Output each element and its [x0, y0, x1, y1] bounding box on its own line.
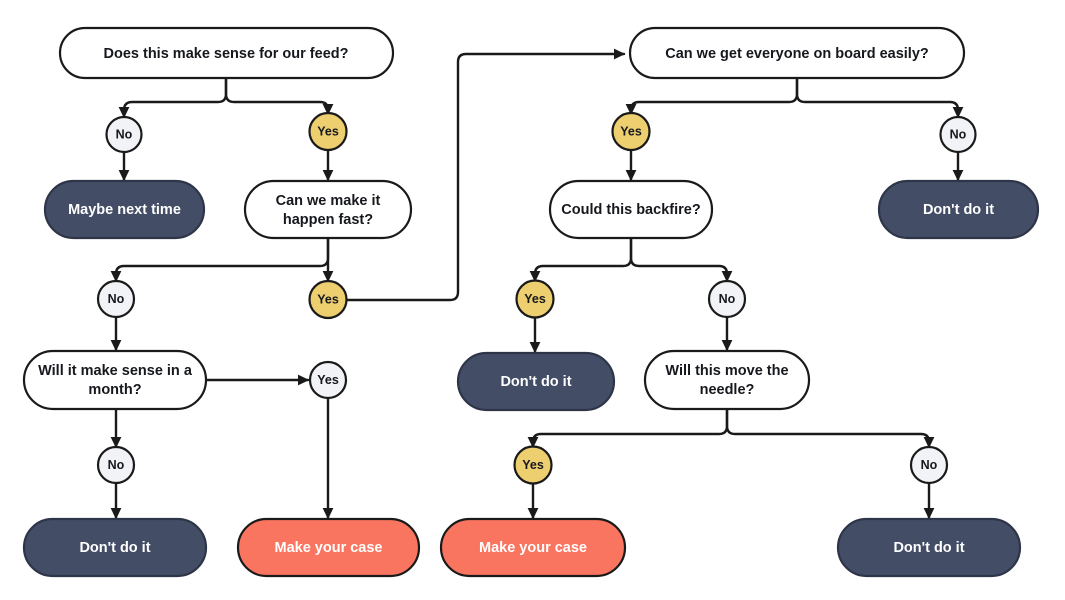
chip-feed-no[interactable]: No: [105, 115, 143, 154]
chip-month-yes[interactable]: Yes: [308, 360, 348, 400]
chip-needle-yes[interactable]: Yes: [513, 445, 553, 485]
edge-feed-to-yes: [224, 76, 334, 116]
edge-layer: [110, 48, 964, 520]
chip-fast-yes[interactable]: Yes: [308, 279, 348, 320]
node-dont-do-it-bottom-right[interactable]: Don't do it: [836, 517, 1022, 578]
chip-board-no[interactable]: No: [939, 115, 977, 154]
edge-feed-to-no: [118, 76, 228, 119]
node-dont-do-it-top-right[interactable]: Don't do it: [877, 179, 1040, 240]
chip-layer: No Yes No Yes Yes No: [96, 111, 977, 485]
edge-needle-to-no: [725, 408, 935, 449]
chip-month-no[interactable]: No: [96, 445, 136, 485]
node-make-your-case-right[interactable]: Make your case: [439, 517, 627, 578]
node-does-this-make-sense-for-our-feed[interactable]: Does this make sense for our feed?: [58, 26, 395, 80]
chip-board-yes[interactable]: Yes: [611, 111, 651, 152]
edge-fast-yes-to-board: [344, 48, 626, 302]
edge-backfire-to-yes: [529, 236, 633, 283]
edge-board-to-yes: [625, 76, 799, 116]
edge-needle-to-yes: [527, 408, 729, 449]
chip-needle-no[interactable]: No: [909, 445, 949, 485]
node-can-we-get-everyone-on-board-easily[interactable]: Can we get everyone on board easily?: [628, 26, 966, 80]
edge-backfire-to-no: [629, 236, 733, 283]
node-maybe-next-time[interactable]: Maybe next time: [43, 179, 206, 240]
node-dont-do-it-left[interactable]: Don't do it: [22, 517, 208, 578]
chip-feed-yes[interactable]: Yes: [308, 111, 348, 152]
chip-backfire-no[interactable]: No: [707, 279, 747, 319]
edge-fast-to-no: [110, 236, 330, 283]
node-dont-do-it-middle[interactable]: Don't do it: [456, 351, 616, 412]
edge-board-to-no: [795, 76, 964, 119]
chip-backfire-yes[interactable]: Yes: [515, 279, 555, 319]
node-could-this-backfire[interactable]: Could this backfire?: [548, 179, 714, 240]
chip-fast-no[interactable]: No: [96, 279, 136, 319]
node-make-your-case-left[interactable]: Make your case: [236, 517, 421, 578]
